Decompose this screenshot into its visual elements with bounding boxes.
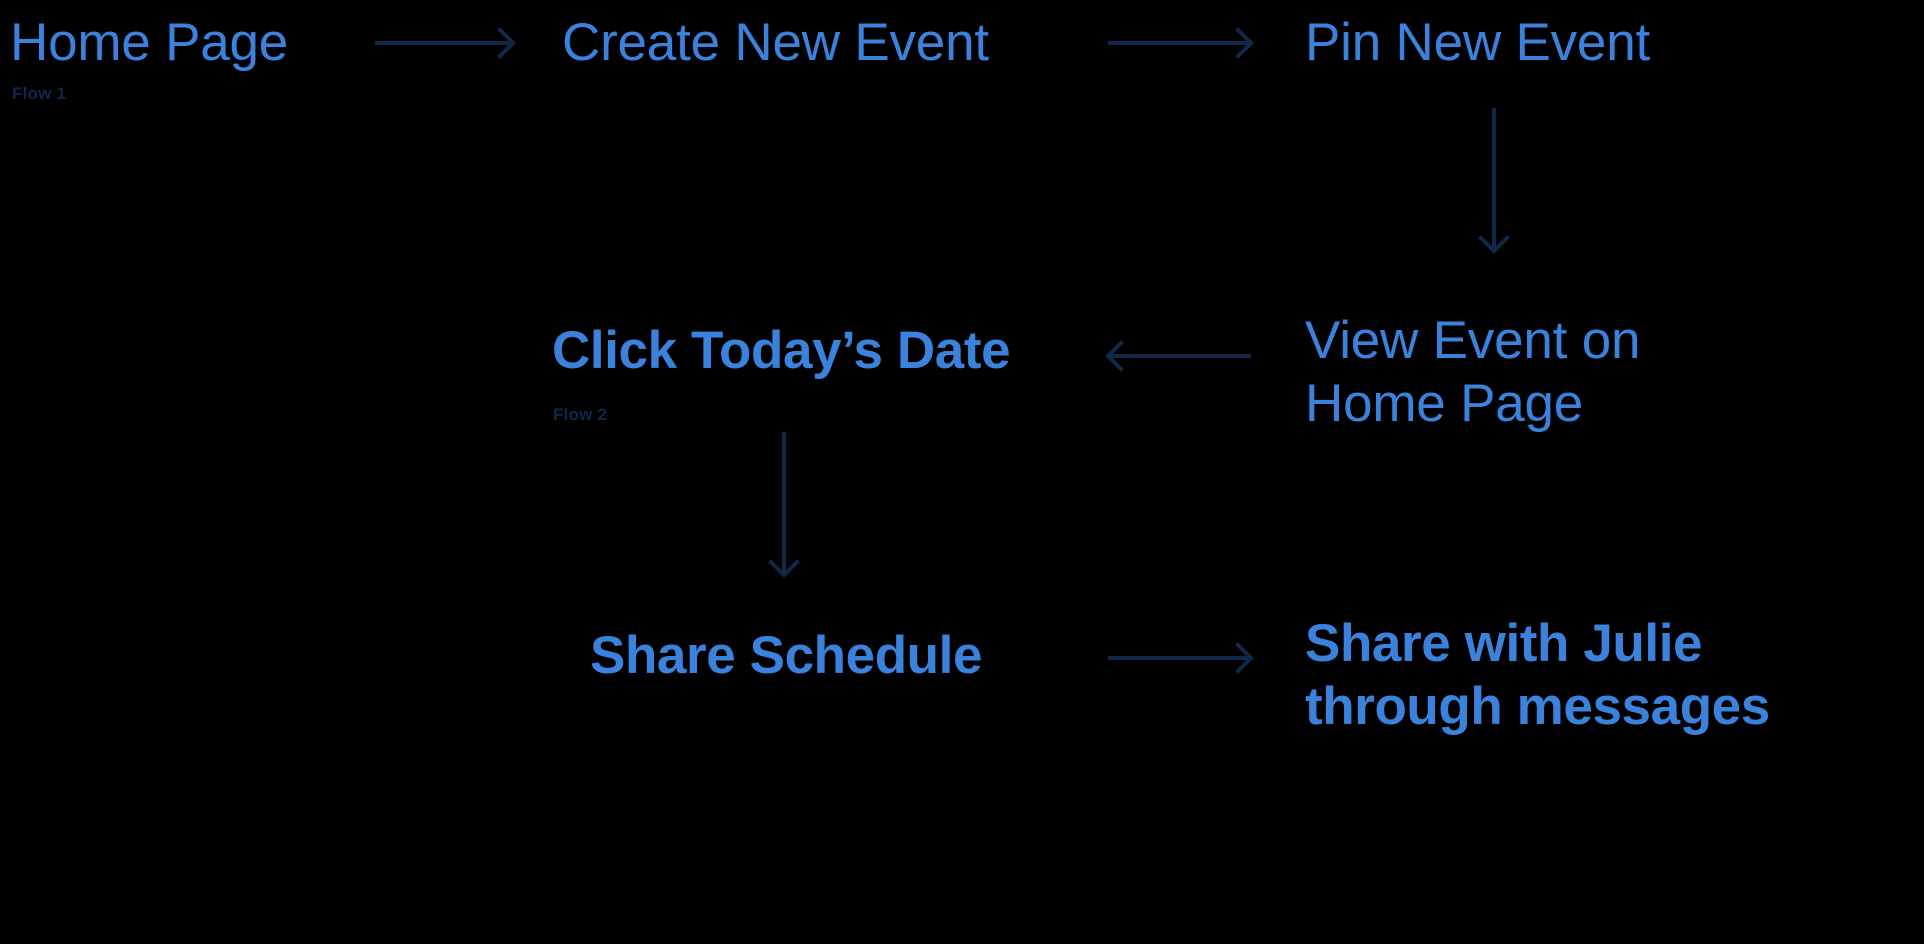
- node-home-page[interactable]: Home Page: [10, 13, 289, 72]
- node-share-schedule[interactable]: Share Schedule: [590, 626, 983, 685]
- node-create-new-event[interactable]: Create New Event: [562, 13, 989, 72]
- flow-label-home-page: Flow 1: [12, 84, 67, 103]
- node-share-with-julie[interactable]: Share with Julie through messages: [1305, 614, 1770, 736]
- arrow-view-to-click-date: [1105, 340, 1251, 372]
- arrow-glyph-right: [1108, 27, 1254, 59]
- arrow-click-date-to-share-schedule: [768, 432, 800, 578]
- arrow-glyph-right: [375, 27, 516, 59]
- arrow-glyph-down: [768, 432, 800, 578]
- arrow-share-schedule-to-julie: [1108, 642, 1254, 674]
- arrow-create-to-pin: [1108, 27, 1254, 59]
- node-pin-new-event[interactable]: Pin New Event: [1305, 13, 1651, 72]
- node-view-event-on-home-page[interactable]: View Event on Home Page: [1305, 311, 1641, 433]
- arrow-glyph-down: [1478, 108, 1510, 254]
- arrow-pin-to-view: [1478, 108, 1510, 254]
- arrow-glyph-left: [1105, 340, 1251, 372]
- node-click-todays-date[interactable]: Click Today’s Date: [552, 321, 1011, 380]
- arrow-home-to-create: [375, 27, 516, 59]
- arrow-glyph-right: [1108, 642, 1254, 674]
- flow-label-click-todays-date: Flow 2: [553, 405, 608, 424]
